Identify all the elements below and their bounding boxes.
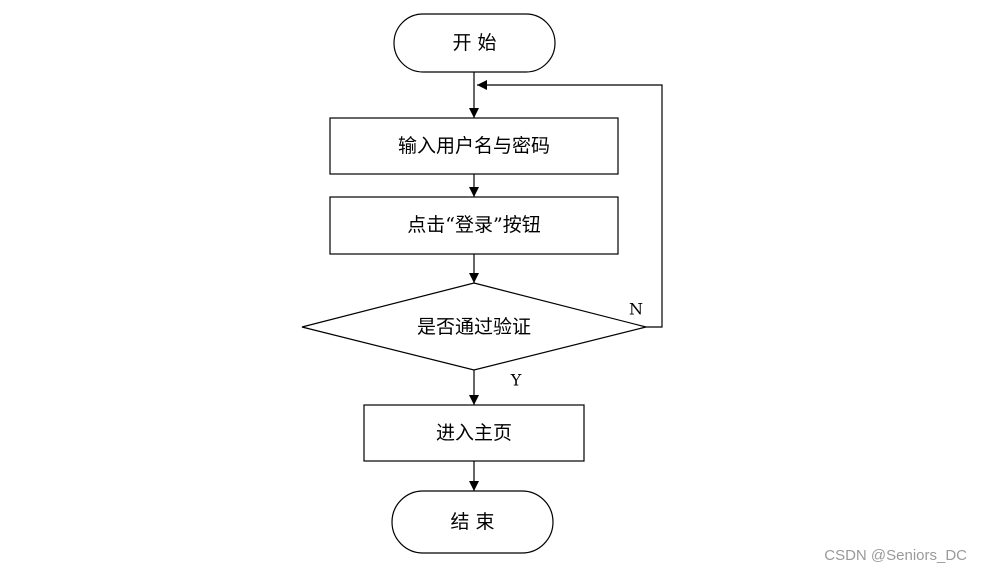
verify-decision-node: 是否通过验证 [301, 282, 647, 371]
end-node: 结 束 [391, 490, 554, 554]
start-label: 开 始 [452, 32, 496, 54]
input-credentials-label: 输入用户名与密码 [398, 135, 550, 157]
enter-home-node: 进入主页 [363, 404, 585, 462]
arrow-no-loop-back [477, 80, 663, 328]
branch-label-no: N [629, 300, 643, 319]
input-credentials-node: 输入用户名与密码 [329, 117, 619, 175]
watermark: CSDN @Seniors_DC [824, 547, 967, 564]
start-node: 开 始 [393, 13, 556, 73]
end-label: 结 束 [450, 511, 494, 533]
verify-decision-label: 是否通过验证 [417, 316, 531, 338]
enter-home-label: 进入主页 [436, 422, 512, 444]
branch-label-yes: Y [510, 371, 522, 390]
click-login-label: 点击“登录”按钮 [407, 214, 540, 236]
click-login-node: 点击“登录”按钮 [329, 196, 619, 255]
